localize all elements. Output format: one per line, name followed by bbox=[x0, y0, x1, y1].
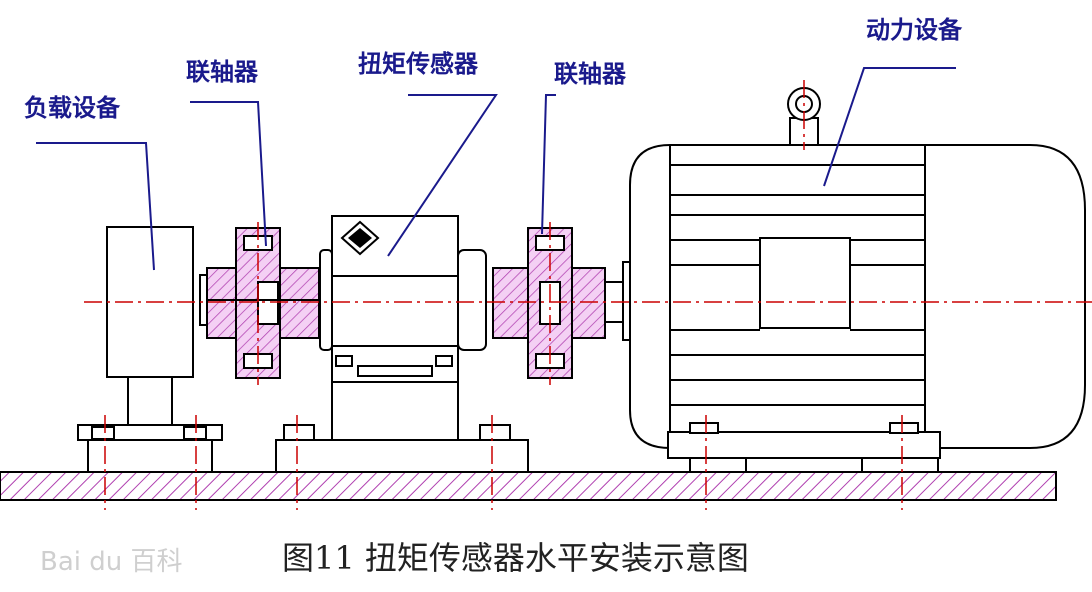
label-torque-sensor: 扭矩传感器 bbox=[358, 50, 479, 78]
leader-lines bbox=[36, 67, 956, 271]
power-device bbox=[622, 87, 1086, 473]
label-left-coupling: 联轴器 bbox=[186, 58, 259, 86]
label-load-device: 负载设备 bbox=[24, 94, 121, 122]
caption: 图11 扭矩传感器水平安装示意图 bbox=[282, 539, 749, 577]
right-coupling bbox=[492, 227, 624, 379]
load-device bbox=[77, 226, 223, 473]
watermark: Bai du 百科 bbox=[40, 547, 183, 577]
label-power-device: 动力设备 bbox=[866, 16, 963, 44]
left-coupling bbox=[206, 227, 320, 379]
label-right-coupling: 联轴器 bbox=[554, 60, 627, 88]
torque-sensor bbox=[275, 215, 529, 473]
centerlines bbox=[84, 80, 1092, 510]
base-plate bbox=[0, 471, 1057, 501]
